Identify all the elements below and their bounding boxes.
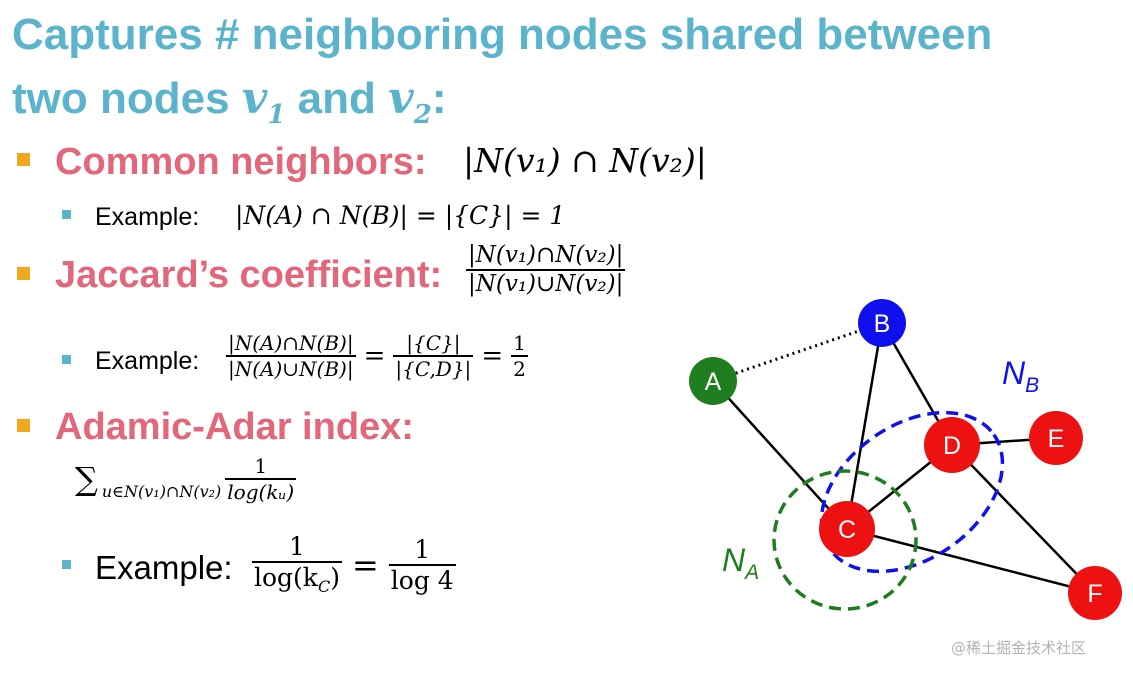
jaccard-ex-frac1-den: |N(A)∪N(B)| [226,355,356,381]
bullet-common-example [62,210,71,219]
example-formula-jaccard: |N(A)∩N(B)| |N(A)∪N(B)| = |{C}| |{C,D}| … [226,333,528,379]
example-label-common: Example: [95,203,200,231]
adamic-ex-frac1-num: 1 [289,532,305,561]
example-label-adamic: Example: [95,549,233,586]
jaccard-ex-frac3-den: 2 [511,355,528,381]
formula-jaccard-num: |N(v₁)∩N(v₂)| [468,242,624,268]
neighborhood-a-ellipse [772,469,918,611]
sum-symbol: ∑ [75,460,98,498]
watermark: @稀土掘金技术社区 [951,639,1087,657]
formula-adamic-adar: ∑ u∈N(v₁)∩N(v₂) 1 log(kᵤ) [75,454,297,504]
node-A [689,357,737,405]
example-formula-common: |N(A) ∩ N(B)| = |{C}| = 1 [235,201,566,230]
bullet-adamic-example [62,560,71,569]
heading-jaccard: Jaccard’s coefficient: [55,254,443,296]
node-label-B: B [874,310,891,338]
jaccard-ex-frac3-num: 1 [513,331,526,355]
edge-B-C [845,322,884,530]
formula-common-neighbors: |N(v₁) ∩ N(v₂)| [463,141,707,180]
edge-C-F [846,527,1096,595]
heading-adamic-adar: Adamic-Adar index: [55,406,414,448]
graph-edges [712,321,1096,595]
title-prefix: two nodes [12,74,242,123]
node-label-F: F [1087,580,1102,608]
formula-jaccard: |N(v₁)∩N(v₂)| |N(v₁)∪N(v₂)| [466,242,626,297]
neighborhood-b-ellipse [819,410,1005,574]
adamic-frac-num: 1 [254,454,268,478]
node-E [1029,411,1083,465]
graph-nodes: A B C D E F [689,299,1122,620]
label-n-a: NA [722,542,759,584]
jaccard-ex-frac2-den: |{C,D}| [393,355,474,381]
example-label-jaccard: Example: [95,347,200,375]
bullet-jaccard [17,267,30,280]
predicted-edge-A-B [712,321,883,383]
page-title-line1: Captures # neighboring nodes shared betw… [12,10,993,59]
adamic-ex-frac1-den: log(kC) [252,561,342,596]
jaccard-ex-frac2-num: |{C}| [406,331,461,355]
node-label-D: D [943,432,961,460]
jaccard-eq2: = [481,341,504,371]
bullet-jaccard-example [62,355,71,364]
adamic-eq: = [351,545,379,584]
adamic-frac-den: log(kᵤ) [225,478,297,504]
sum-subscript: u∈N(v₁)∩N(v₂) [101,482,222,501]
node-C [819,501,875,557]
example-formula-adamic: 1 log(kC) = 1 log 4 [252,534,456,595]
edge-A-C [712,380,848,530]
node-label-A: A [705,368,722,396]
heading-common-neighbors: Common neighbors: [55,141,427,183]
adamic-ex-frac2-den: log 4 [388,563,456,595]
jaccard-ex-frac1-num: |N(A)∩N(B)| [228,331,354,355]
label-n-b: NB [1002,355,1039,397]
title-and: and [285,74,389,123]
edge-D-F [951,444,1096,594]
bullet-common [17,153,30,166]
title-v1: v1 [241,73,286,130]
bullet-adamic [17,419,30,432]
node-B [858,299,906,347]
node-label-C: C [838,516,856,544]
node-label-E: E [1048,425,1065,453]
formula-jaccard-den: |N(v₁)∪N(v₂)| [466,269,626,297]
title-v2: v2 [388,73,432,130]
page-title-line2: two nodes v1 and v2: [12,73,447,130]
adamic-ex-frac2-num: 1 [414,534,431,564]
jaccard-eq1: = [363,341,386,371]
node-F [1068,566,1122,620]
node-D [924,417,980,473]
